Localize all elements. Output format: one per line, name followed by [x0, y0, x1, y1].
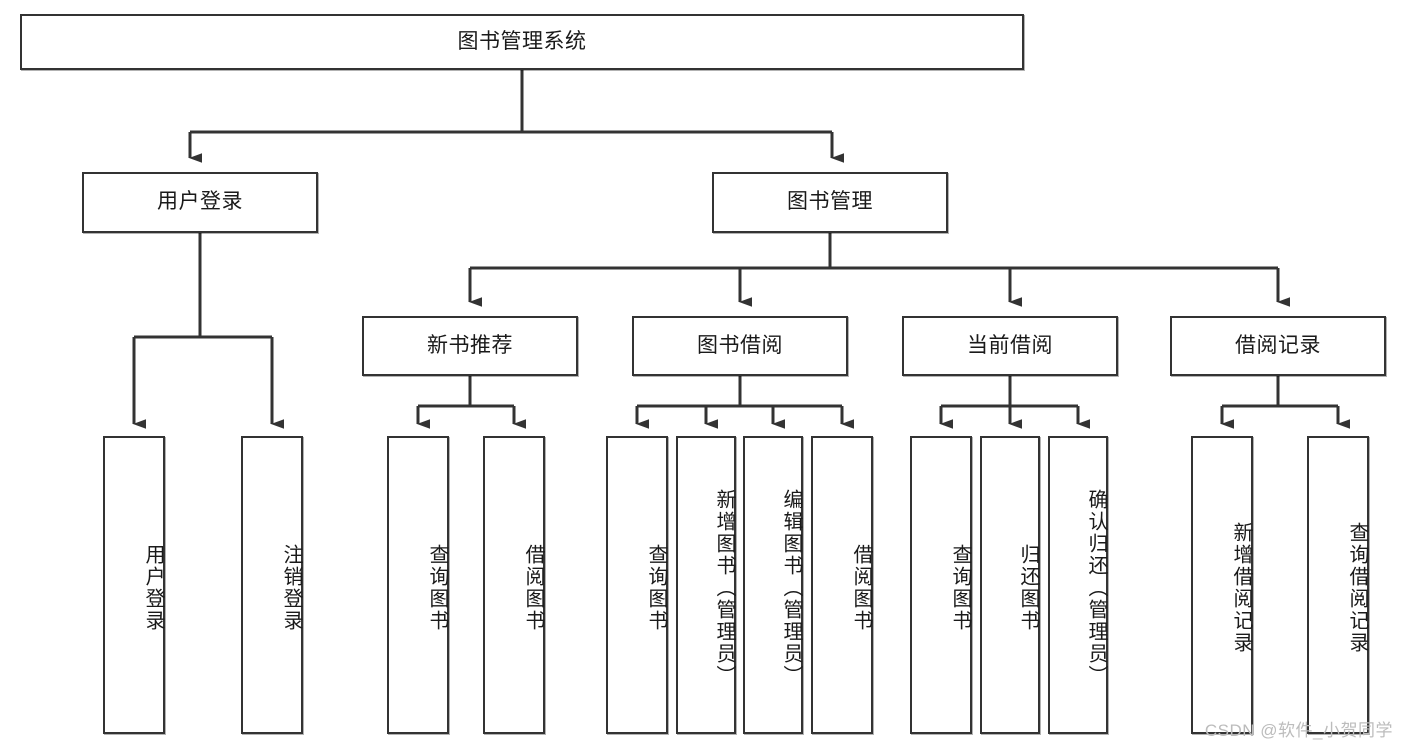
leaf-current-confirm-return-admin[interactable]: 确认归还（管理员） [1048, 436, 1108, 734]
leaf-user-login-login[interactable]: 用户登录 [103, 436, 165, 734]
node-user-login[interactable]: 用户登录 [82, 172, 318, 233]
node-label: 新增借阅记录 [1230, 522, 1252, 654]
node-label: 查询图书 [426, 544, 448, 632]
node-borrow-record[interactable]: 借阅记录 [1170, 316, 1386, 376]
node-label: 注销登录 [280, 544, 302, 632]
node-label: 用户登录 [157, 190, 243, 214]
leaf-record-add-record[interactable]: 新增借阅记录 [1191, 436, 1253, 734]
node-book-borrow[interactable]: 图书借阅 [632, 316, 848, 376]
node-label: 图书借阅 [697, 333, 783, 357]
node-label: 借阅图书 [522, 544, 544, 632]
node-book-management[interactable]: 图书管理 [712, 172, 948, 233]
node-label: 查询借阅记录 [1346, 522, 1368, 654]
leaf-borrow-edit-book-admin[interactable]: 编辑图书（管理员） [743, 436, 803, 734]
leaf-borrow-borrow-book[interactable]: 借阅图书 [811, 436, 873, 734]
leaf-user-login-logout[interactable]: 注销登录 [241, 436, 303, 734]
node-label: 当前借阅 [967, 333, 1053, 357]
node-label: 归还图书 [1017, 544, 1039, 632]
node-root-book-management-system[interactable]: 图书管理系统 [20, 14, 1024, 70]
leaf-current-return-book[interactable]: 归还图书 [980, 436, 1040, 734]
node-label: 新书推荐 [427, 333, 513, 357]
node-label: 确认归还（管理员） [1085, 489, 1107, 687]
node-label: 借阅图书 [850, 544, 872, 632]
leaf-record-query-record[interactable]: 查询借阅记录 [1307, 436, 1369, 734]
leaf-borrow-add-book-admin[interactable]: 新增图书（管理员） [676, 436, 736, 734]
node-label: 新增图书（管理员） [713, 489, 735, 687]
leaf-recommend-borrow-book[interactable]: 借阅图书 [483, 436, 545, 734]
node-new-book-recommend[interactable]: 新书推荐 [362, 316, 578, 376]
leaf-recommend-query-book[interactable]: 查询图书 [387, 436, 449, 734]
watermark-text: CSDN @软件_小贺同学 [1204, 721, 1393, 740]
leaf-current-query-book[interactable]: 查询图书 [910, 436, 972, 734]
node-label: 借阅记录 [1235, 333, 1321, 357]
node-current-borrow[interactable]: 当前借阅 [902, 316, 1118, 376]
node-label: 查询图书 [645, 544, 667, 632]
node-label: 图书管理系统 [457, 29, 587, 53]
node-label: 图书管理 [787, 190, 873, 214]
node-label: 用户登录 [142, 544, 164, 632]
node-label: 编辑图书（管理员） [780, 489, 802, 687]
node-label: 查询图书 [949, 544, 971, 632]
leaf-borrow-query-book[interactable]: 查询图书 [606, 436, 668, 734]
